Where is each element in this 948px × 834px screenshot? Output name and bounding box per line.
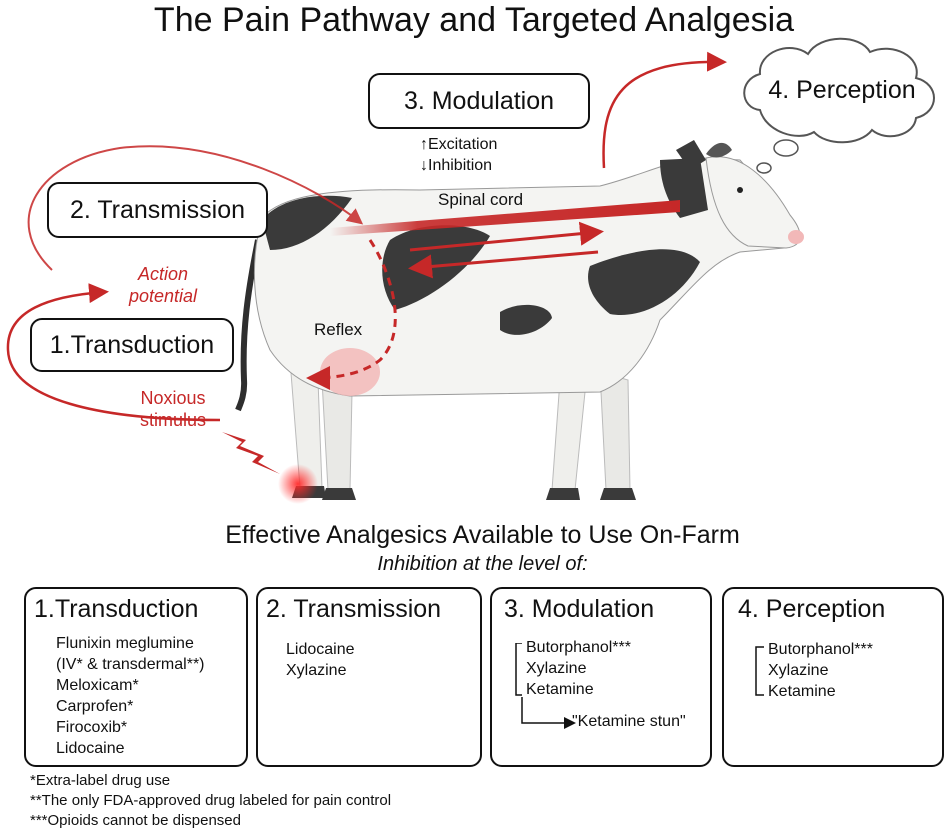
stage-perception-label: 4. Perception — [768, 76, 916, 104]
drug-list: Flunixin meglumine (IV* & transdermal**)… — [56, 633, 205, 759]
excitation-note: ↑Excitation — [420, 136, 498, 153]
cow-hoof — [546, 488, 580, 500]
section-subtitle: Inhibition at the level of: — [377, 553, 588, 575]
reflex-arrow — [306, 239, 397, 390]
action-potential-line2: potential — [128, 286, 198, 306]
bracket-connector — [755, 646, 764, 696]
drug-item: Flunixin meglumine — [56, 635, 194, 652]
section-title: Effective Analgesics Available to Use On… — [225, 521, 740, 549]
cow-ear — [676, 140, 706, 170]
drug-item: Carprofen* — [56, 698, 134, 715]
drug-item: Lidocaine — [286, 641, 355, 658]
drug-item: Meloxicam* — [56, 677, 139, 694]
reflex-label: Reflex — [314, 320, 363, 339]
action-potential-label: Action potential — [108, 263, 218, 307]
afferent-arc — [27, 145, 364, 271]
cow-hoof — [322, 488, 356, 500]
lightning-icon — [222, 432, 280, 474]
footnote: ***Opioids cannot be dispensed — [30, 812, 241, 829]
drug-item: Xylazine — [768, 662, 829, 679]
cow-body — [253, 157, 798, 397]
stage-transduction: 1.Transduction — [30, 318, 234, 372]
cow-tail — [235, 239, 261, 412]
cow-spot — [382, 225, 490, 310]
action-potential-line1: Action — [137, 264, 189, 284]
stage-perception: 4. Perception — [760, 76, 924, 112]
inhibition-note: ↓Inhibition — [420, 157, 493, 174]
drug-box-title: 1.Transduction — [34, 595, 199, 623]
drug-item: Ketamine — [526, 681, 594, 698]
action-potential-arrow — [6, 283, 221, 422]
thought-cloud — [743, 37, 935, 174]
stage-modulation: 3. Modulation — [368, 73, 590, 129]
drug-item: (IV* & transdermal**) — [56, 656, 205, 673]
arrow-right — [409, 221, 604, 252]
spinal-cord — [330, 200, 680, 236]
stage-transduction-label: 1.Transduction — [49, 330, 215, 359]
stage-modulation-label: 3. Modulation — [403, 86, 555, 115]
noxious-line1: Noxious — [140, 388, 206, 408]
cow-illustration — [6, 37, 935, 504]
page-title: The Pain Pathway and Targeted Analgesia — [153, 1, 795, 39]
pain-glow — [278, 464, 318, 504]
noxious-line2: stimulus — [139, 410, 206, 430]
drug-box-title: 2. Transmission — [266, 595, 442, 623]
drug-box-transduction: 1.Transduction Flunixin meglumine (IV* &… — [24, 587, 248, 767]
stage-transmission: 2. Transmission — [47, 182, 268, 238]
cow-spot — [262, 195, 352, 250]
cow-ear — [706, 142, 732, 158]
drug-item: Butorphanol*** — [768, 641, 873, 658]
drug-box-modulation: 3. Modulation Butorphanol*** Xylazine Ke… — [490, 587, 712, 767]
arrow-left — [408, 250, 599, 279]
drug-item: Lidocaine — [56, 740, 125, 757]
drug-box-title: 4. Perception — [738, 595, 886, 623]
drug-item: Xylazine — [526, 660, 587, 677]
drug-item: Butorphanol*** — [526, 639, 631, 656]
cow-spot — [500, 304, 552, 335]
drug-item: Xylazine — [286, 662, 347, 679]
footnote: **The only FDA-approved drug labeled for… — [30, 792, 392, 809]
drug-list: Butorphanol*** Xylazine Ketamine — [768, 639, 873, 702]
noxious-stimulus-label: Noxious stimulus — [118, 387, 228, 431]
drug-list: Butorphanol*** Xylazine Ketamine — [526, 637, 631, 700]
cow-nose — [788, 230, 804, 244]
cow-leg — [551, 379, 586, 491]
drug-box-title: 3. Modulation — [504, 595, 655, 623]
drug-box-transmission: 2. Transmission Lidocaine Xylazine — [256, 587, 482, 767]
drug-item: Firocoxib* — [56, 719, 128, 736]
cow-eye — [737, 187, 743, 193]
drug-list: Lidocaine Xylazine — [286, 639, 355, 681]
perception-arrow — [602, 51, 727, 169]
bracket-connector — [515, 643, 576, 729]
drug-item: Ketamine — [768, 683, 836, 700]
cow-leg — [321, 379, 353, 491]
footnote: *Extra-label drug use — [30, 772, 171, 789]
stage-transmission-label: 2. Transmission — [69, 195, 246, 224]
drug-box-perception: 4. Perception Butorphanol*** Xylazine Ke… — [722, 587, 944, 767]
ketamine-stun: "Ketamine stun" — [572, 713, 686, 730]
cow-hoof — [600, 488, 636, 500]
cow-udder — [320, 348, 380, 396]
cow-spot — [588, 249, 700, 316]
spinal-cord-label: Spinal cord — [438, 190, 524, 209]
